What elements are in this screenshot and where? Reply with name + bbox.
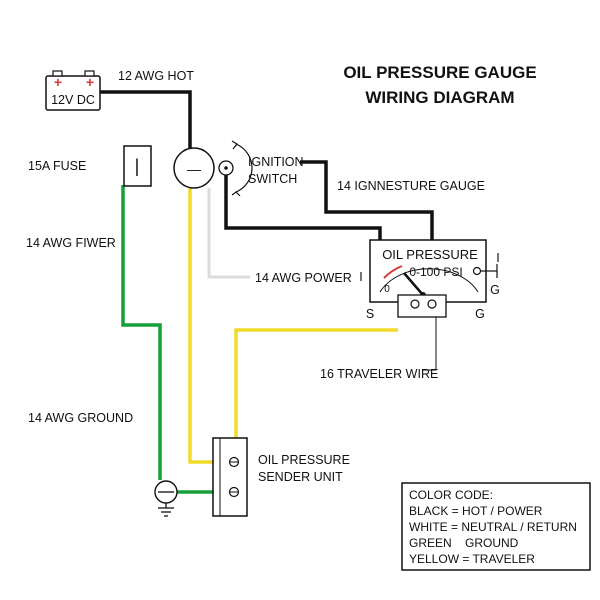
- label-sender-2: SENDER UNIT: [258, 470, 343, 484]
- fuse: |: [123, 145, 152, 187]
- oil-pressure-gauge: OIL PRESSURE 0-100 PSI 0 I I G: [359, 239, 500, 303]
- legend-row: BLACK = HOT / POWER: [409, 504, 543, 518]
- gauge-red-arc: [383, 265, 403, 279]
- label-14awg-ground: 14 AWG GROUND: [28, 411, 133, 425]
- gauge-needle: [403, 272, 424, 296]
- battery-plus-left: +: [54, 74, 62, 90]
- ignition-switch-body: —: [173, 147, 215, 189]
- gauge-feed-wire: [224, 175, 382, 240]
- gauge-i-terminal: [472, 266, 482, 276]
- gauge-dial: [379, 268, 479, 293]
- gauge-title: OIL PRESSURE: [382, 247, 478, 262]
- oil-pressure-sender: [212, 437, 248, 517]
- ignition-gauge-wire: [300, 160, 434, 240]
- gauge-term-g-lower: G: [475, 307, 485, 321]
- gauge-terminal-block: S G: [366, 294, 485, 321]
- battery: + + 12V DC: [45, 70, 101, 111]
- label-14-ignnesture: 14 IGNNESTURE GAUGE: [337, 179, 485, 193]
- label-sender-1: OIL PRESSURE: [258, 453, 350, 467]
- traveler-wire: [234, 328, 398, 438]
- gauge-zero: 0: [384, 284, 390, 295]
- label-traveler: 16 TRAVELER WIRE: [320, 367, 438, 381]
- legend-heading: COLOR CODE:: [409, 488, 493, 502]
- hot-wire: [100, 90, 192, 148]
- label-12awg-hot: 12 AWG HOT: [118, 69, 194, 83]
- color-code-legend: COLOR CODE: BLACK = HOT / POWER WHITE = …: [401, 482, 591, 571]
- battery-plus-right: +: [86, 74, 94, 90]
- ignition-key: [218, 140, 253, 197]
- battery-label: 12V DC: [51, 93, 95, 107]
- gauge-term-i-left: I: [359, 270, 362, 284]
- legend-row: WHITE = NEUTRAL / RETURN: [409, 520, 577, 534]
- title-line-2: WIRING DIAGRAM: [365, 88, 514, 107]
- legend-row: YELLOW = TRAVELER: [409, 552, 535, 566]
- label-14awg-power: 14 AWG POWER: [255, 271, 352, 285]
- label-14awg-fiwer: 14 AWG FIWER: [26, 236, 116, 250]
- gauge-term-s: S: [366, 307, 374, 321]
- legend-row: GREEN GROUND: [409, 536, 519, 550]
- label-15a-fuse: 15A FUSE: [28, 159, 86, 173]
- sender-yellow-wire: [188, 188, 213, 464]
- gauge-range: 0-100 PSI: [409, 265, 462, 279]
- title-line-1: OIL PRESSURE GAUGE: [343, 63, 536, 82]
- traveler-leader: [422, 312, 437, 371]
- label-ignition-2: SWITCH: [248, 172, 297, 186]
- label-ignition-1: IGNITION: [248, 155, 304, 169]
- fuse-symbol: |: [135, 156, 140, 176]
- gauge-term-g-upper: G: [490, 283, 500, 297]
- gauge-term-i-right: I: [496, 251, 499, 265]
- ground-wire: [121, 185, 162, 480]
- ground-symbol: [154, 480, 178, 517]
- ignition-switch-symbol: —: [187, 161, 201, 177]
- power-wire: [207, 188, 250, 279]
